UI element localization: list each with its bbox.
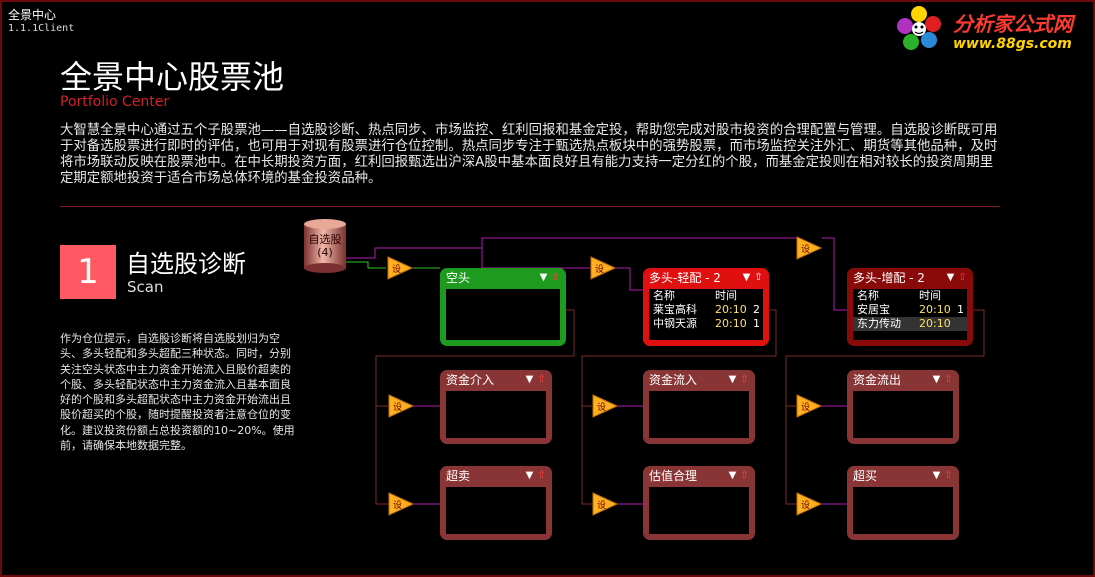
panel-body — [649, 391, 749, 438]
table-header: 名称时间 — [857, 289, 941, 302]
filter-label: 设 — [801, 501, 811, 511]
site-logo: 分析家公式网 www.88gs.com — [893, 4, 1089, 56]
panel-header: 资金流入 ▼⇧ — [646, 373, 752, 388]
up-arrow-icon[interactable]: ⇧ — [754, 272, 763, 283]
up-arrow-icon[interactable]: ⇧ — [944, 374, 953, 385]
up-arrow-icon[interactable]: ⇧ — [958, 272, 967, 283]
panel-zijin-jieru[interactable]: 资金介入 ▼⇧ — [440, 370, 552, 444]
panel-body — [446, 487, 546, 534]
filter-label: 设 — [393, 403, 403, 413]
panel-body — [853, 391, 953, 438]
filter-triangle-icon[interactable] — [796, 236, 823, 260]
panel-title: 超卖 — [446, 469, 471, 483]
dropdown-icon[interactable]: ▼ — [728, 374, 737, 385]
flower-logo-icon — [897, 6, 941, 50]
app-version: 1.1.1Client — [8, 23, 75, 34]
filter-triangle-icon[interactable] — [387, 256, 414, 280]
panel-zijin-liuchu[interactable]: 资金流出 ▼⇧ — [847, 370, 959, 444]
dropdown-icon[interactable]: ▼ — [742, 272, 751, 283]
page-intro: 大智慧全景中心通过五个子股票池——自选股诊断、热点同步、市场监控、红利回报和基金… — [60, 123, 998, 186]
section-description: 作为仓位提示，自选股诊断将自选股划归为空头、多头轻配和多头超配三种状态。同时，分… — [60, 332, 295, 453]
filter-triangle-icon[interactable] — [796, 492, 823, 516]
panel-header: 资金流出 ▼⇧ — [850, 373, 956, 388]
filter-label: 设 — [801, 245, 811, 255]
panel-header: 空头 ▼⇧ — [443, 271, 563, 286]
panel-title: 空头 — [446, 271, 471, 285]
database-icon[interactable] — [303, 218, 347, 274]
dropdown-icon[interactable]: ▼ — [932, 470, 941, 481]
dropdown-icon[interactable]: ▼ — [525, 374, 534, 385]
up-arrow-icon[interactable]: ⇧ — [740, 374, 749, 385]
filter-label: 设 — [597, 501, 607, 511]
panel-kongtou[interactable]: 空头 ▼⇧ — [440, 268, 566, 346]
dropdown-icon[interactable]: ▼ — [539, 272, 548, 283]
section-subtitle: Scan — [127, 278, 164, 296]
up-arrow-icon[interactable]: ⇧ — [537, 374, 546, 385]
panel-body — [649, 487, 749, 534]
up-arrow-icon[interactable]: ⇧ — [740, 470, 749, 481]
panel-title: 资金流入 — [649, 373, 698, 387]
panel-body — [446, 289, 560, 340]
dropdown-icon[interactable]: ▼ — [932, 374, 941, 385]
panel-header: 资金介入 ▼⇧ — [443, 373, 549, 388]
panel-chaomai-sell[interactable]: 超卖 ▼⇧ — [440, 466, 552, 540]
filter-triangle-icon[interactable] — [388, 492, 415, 516]
dropdown-icon[interactable]: ▼ — [525, 470, 534, 481]
panel-title: 多头-增配 - 2 — [853, 271, 925, 285]
panel-chaomai-buy[interactable]: 超买 ▼⇧ — [847, 466, 959, 540]
filter-triangle-icon[interactable] — [796, 394, 823, 418]
up-arrow-icon[interactable]: ⇧ — [551, 272, 560, 283]
panel-title: 资金介入 — [446, 373, 495, 387]
panel-header: 多头-轻配 - 2 ▼⇧ — [646, 271, 766, 286]
filter-triangle-icon[interactable] — [592, 492, 619, 516]
panel-title: 多头-轻配 - 2 — [649, 271, 721, 285]
app-name: 全景中心 — [8, 8, 57, 22]
filter-triangle-icon[interactable] — [592, 394, 619, 418]
filter-label: 设 — [597, 403, 607, 413]
section-title: 自选股诊断 — [126, 250, 246, 278]
logo-url: www.88gs.com — [953, 36, 1072, 52]
filter-label: 设 — [801, 403, 811, 413]
filter-label: 设 — [595, 265, 605, 275]
page-title: 全景中心股票池 — [60, 58, 285, 96]
panel-header: 估值合理 ▼⇧ — [646, 469, 752, 484]
dropdown-icon[interactable]: ▼ — [728, 470, 737, 481]
panel-header: 超卖 ▼⇧ — [443, 469, 549, 484]
panel-title: 超买 — [853, 469, 878, 483]
panel-zijin-liuru[interactable]: 资金流入 ▼⇧ — [643, 370, 755, 444]
panel-body — [446, 391, 546, 438]
up-arrow-icon[interactable]: ⇧ — [537, 470, 546, 481]
dropdown-icon[interactable]: ▼ — [946, 272, 955, 283]
up-arrow-icon[interactable]: ⇧ — [944, 470, 953, 481]
filter-label: 设 — [392, 265, 402, 275]
filter-triangle-icon[interactable] — [388, 394, 415, 418]
page-subtitle: Portfolio Center — [60, 94, 170, 110]
panel-title: 估值合理 — [649, 469, 698, 483]
divider — [60, 206, 1000, 207]
panel-header: 超买 ▼⇧ — [850, 469, 956, 484]
filter-label: 设 — [393, 501, 403, 511]
panel-body — [853, 487, 953, 534]
panel-title: 资金流出 — [853, 373, 902, 387]
table-header: 名称时间 — [653, 289, 737, 302]
filter-triangle-icon[interactable] — [590, 256, 617, 280]
section-number: 1 — [60, 245, 116, 299]
source-label[interactable]: 自选股(4) — [308, 233, 342, 259]
panel-guzhi-heli[interactable]: 估值合理 ▼⇧ — [643, 466, 755, 540]
logo-text: 分析家公式网 — [953, 12, 1073, 36]
panel-header: 多头-增配 - 2 ▼⇧ — [850, 271, 970, 286]
